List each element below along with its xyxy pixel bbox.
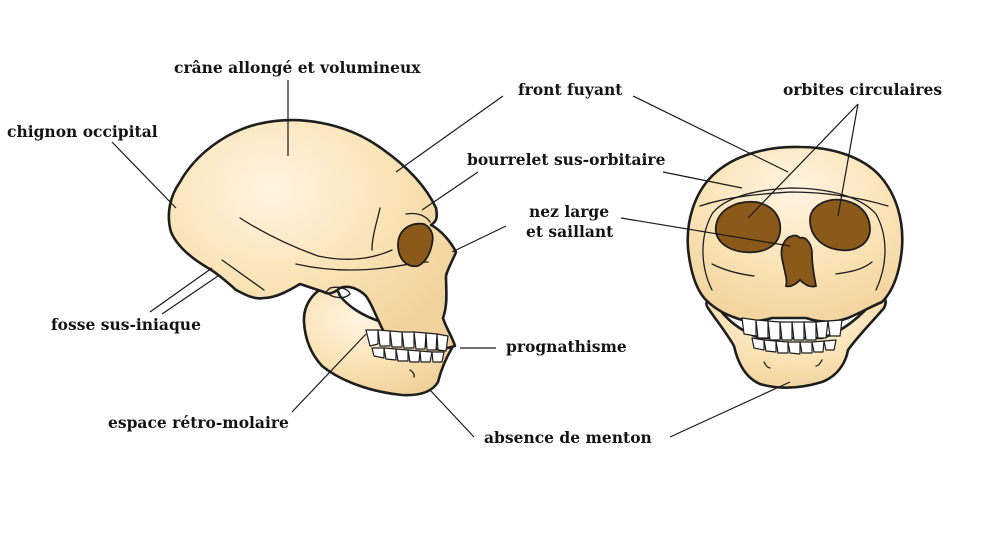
front-mental-mark-left	[763, 361, 771, 369]
label-fosse: fosse sus-iniaque	[51, 315, 201, 334]
front-orbit-left	[714, 200, 782, 254]
label-bourrelet: bourrelet sus-orbitaire	[467, 150, 666, 169]
skull-side-view	[167, 118, 458, 397]
leader-chignon	[111, 141, 177, 209]
side-cranium	[167, 118, 458, 352]
side-upper-teeth	[365, 329, 449, 352]
leader-menton-front	[669, 381, 791, 438]
front-inner-contour	[702, 187, 886, 291]
side-temporal-line	[239, 217, 393, 260]
front-cranium	[686, 145, 904, 324]
front-mental-mark-right	[815, 359, 823, 367]
leader-nez-side	[451, 225, 507, 253]
leader-nez-front	[620, 217, 791, 247]
front-lower-teeth	[751, 337, 837, 355]
front-nasal-aperture	[780, 234, 818, 288]
label-crane: crâne allongé et volumineux	[174, 58, 421, 77]
leader-front-front	[632, 95, 789, 173]
front-cheek-right	[835, 261, 873, 275]
front-brow-line	[699, 191, 889, 207]
leader-bourrelet-side	[421, 171, 479, 211]
leader-lines	[111, 80, 859, 438]
front-upper-teeth	[741, 317, 843, 341]
label-menton: absence de menton	[484, 428, 652, 447]
leader-fosse-1	[149, 267, 213, 313]
leader-menton-side	[429, 389, 475, 438]
side-coronal-suture	[371, 207, 381, 251]
label-nez-line1: nez large	[529, 202, 609, 221]
label-orbites: orbites circulaires	[783, 80, 942, 99]
front-cheek-left	[711, 263, 755, 277]
side-lower-teeth	[371, 347, 445, 363]
label-chignon: chignon occipital	[7, 122, 158, 141]
side-orbit	[397, 222, 434, 268]
label-front: front fuyant	[518, 80, 623, 99]
labels: crâne allongé et volumineux chignon occi…	[7, 58, 942, 447]
leader-espace	[291, 333, 367, 413]
skull-front-view	[686, 145, 904, 389]
leader-bourrelet-front	[662, 171, 743, 189]
side-brow-line	[405, 212, 431, 223]
label-prognathisme: prognathisme	[506, 337, 627, 356]
leader-front-side	[395, 95, 504, 173]
label-nez-line2: et saillant	[526, 222, 614, 241]
leader-fosse-2	[161, 275, 219, 315]
front-orbit-right	[809, 198, 871, 252]
side-mental-foramen	[409, 369, 415, 378]
side-occipital-suture	[221, 259, 265, 291]
leader-orbites-right	[837, 103, 859, 217]
label-espace: espace rétro-molaire	[108, 413, 289, 432]
leader-orbites-left	[747, 103, 859, 219]
side-mastoid	[325, 286, 351, 299]
